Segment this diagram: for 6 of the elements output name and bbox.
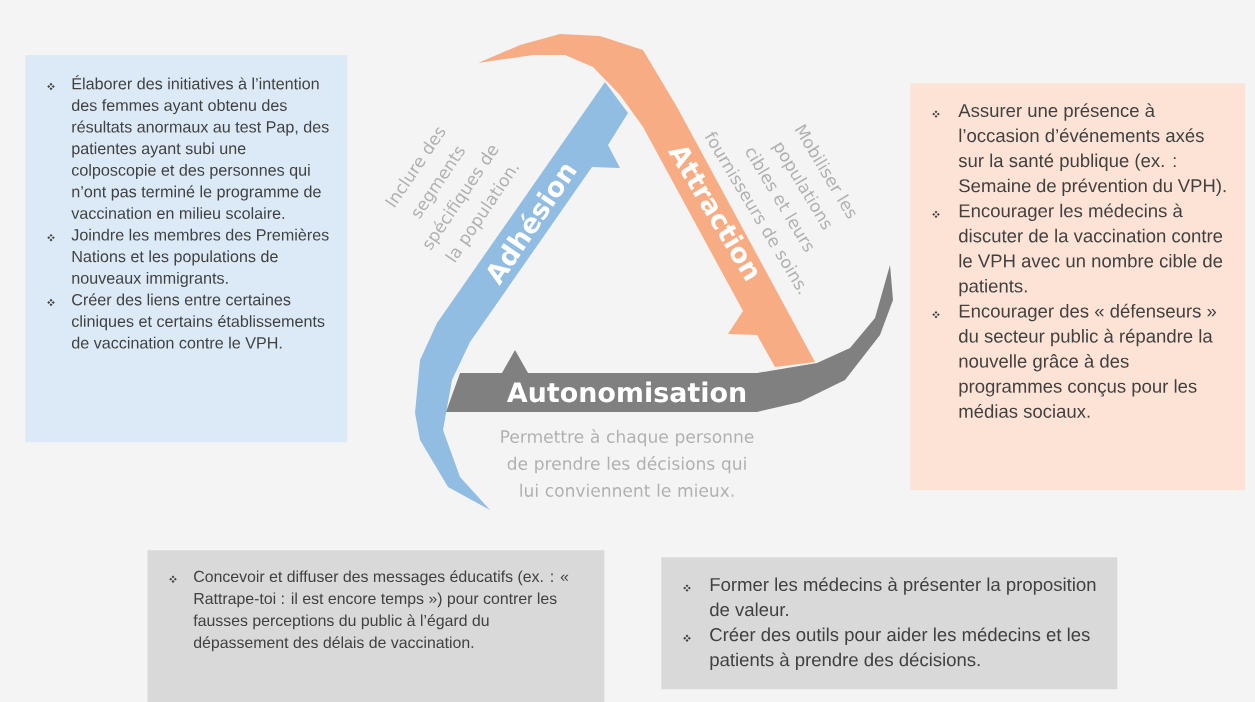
- text-box: Assurer une présence à l’occasion d’événements axés sur la santé publique (ex. : Semaine de prévention du VPH). Encourager les médecins à discuter de la vaccination contre le VPH avec un nombre cible de patients. Encourager des « défenseurs » du secteur public à répandre la nouvelle grâce à des programmes conçus pour les médias sociaux.: [910, 83, 1246, 491]
- text-box: Concevoir et diffuser des messages éducatifs (ex. : « Rattrape-toi : il est encore temps ») pour contrer les fausses perceptions du public à l’égard du dépassement des délais de vaccination.: [147, 550, 605, 702]
- text-box: Élaborer des initiatives à l’intention des femmes ayant obtenu des résultats anormaux au test Pap, des patientes ayant subi une colposcopie et des personnes qui n’ont pas terminé le programme de vaccination en milieu scolaire. Joindre les membres des Premières Nations et les populations de nouveaux immigrants. Créer des liens entre certaines cliniques et certains établissements de vaccination contre le VPH.: [25, 55, 348, 443]
- ribbon-label: Autonomisation: [506, 381, 746, 403]
- text-box: Former les médecins à présenter la proposition de valeur. Créer des outils pour aider les médecins et les patients à prendre des décisions.: [661, 557, 1118, 690]
- node-label: Permettre à chaque personne de prendre les décisions qui lui conviennent le mieux.: [501, 429, 754, 497]
